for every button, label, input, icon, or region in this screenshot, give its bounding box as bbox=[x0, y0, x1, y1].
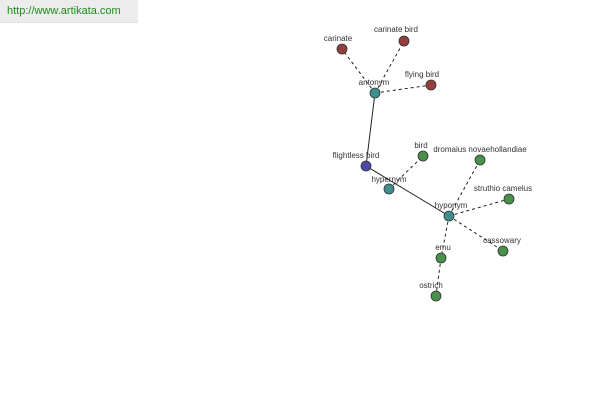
label-flightless-bird: flightless bird bbox=[333, 151, 380, 160]
edge-hyponym-to-dromaius-novaehollandiae bbox=[448, 159, 481, 217]
label-bird: bird bbox=[414, 141, 427, 150]
node-struthio-camelus[interactable] bbox=[503, 193, 515, 205]
node-dromaius-novaehollandiae[interactable] bbox=[474, 154, 486, 166]
label-hyponym: hyponym bbox=[435, 201, 468, 210]
site-url[interactable]: http://www.artikata.com bbox=[7, 5, 121, 17]
node-emu[interactable] bbox=[435, 252, 447, 264]
node-carinate-bird[interactable] bbox=[398, 35, 410, 47]
edge-hyponym-to-cassowary bbox=[448, 215, 504, 252]
label-carinate: carinate bbox=[324, 34, 353, 43]
edge-hyponym-to-emu bbox=[440, 215, 450, 259]
node-hypernym[interactable] bbox=[383, 183, 395, 195]
node-flightless-bird[interactable] bbox=[360, 160, 372, 172]
node-flying-bird[interactable] bbox=[425, 79, 437, 91]
node-ostrich[interactable] bbox=[430, 290, 442, 302]
edge-flightless-bird-to-hyponym bbox=[365, 165, 450, 217]
label-flying-bird: flying bird bbox=[405, 70, 439, 79]
node-cassowary[interactable] bbox=[497, 245, 509, 257]
label-antonym: antonym bbox=[359, 78, 390, 87]
label-ostrich: ostrich bbox=[419, 281, 443, 290]
labels-layer: flightless bird antonym hypernym hyponym car… bbox=[324, 25, 532, 290]
node-hyponym[interactable] bbox=[443, 210, 455, 222]
edges-layer bbox=[341, 40, 510, 297]
edge-antonym-to-carinate-bird bbox=[374, 40, 405, 94]
label-cassowary: cassowary bbox=[483, 236, 521, 245]
node-carinate[interactable] bbox=[336, 43, 348, 55]
node-bird[interactable] bbox=[417, 150, 429, 162]
label-carinate-bird: carinate bird bbox=[374, 25, 418, 34]
label-dromaius-novaehollandiae: dromaius novaehollandiae bbox=[433, 145, 527, 154]
edge-flightless-bird-to-antonym bbox=[365, 92, 376, 167]
edge-emu-to-ostrich bbox=[435, 257, 442, 297]
nodes-layer bbox=[336, 35, 515, 302]
node-antonym[interactable] bbox=[369, 87, 381, 99]
edge-hypernym-to-bird bbox=[388, 155, 424, 190]
edge-hyponym-to-struthio-camelus bbox=[448, 198, 510, 217]
label-struthio-camelus: struthio camelus bbox=[474, 184, 532, 193]
url-banner: http://www.artikata.com bbox=[0, 0, 138, 23]
label-hypernym: hypernym bbox=[371, 175, 406, 184]
label-emu: emu bbox=[435, 243, 451, 252]
